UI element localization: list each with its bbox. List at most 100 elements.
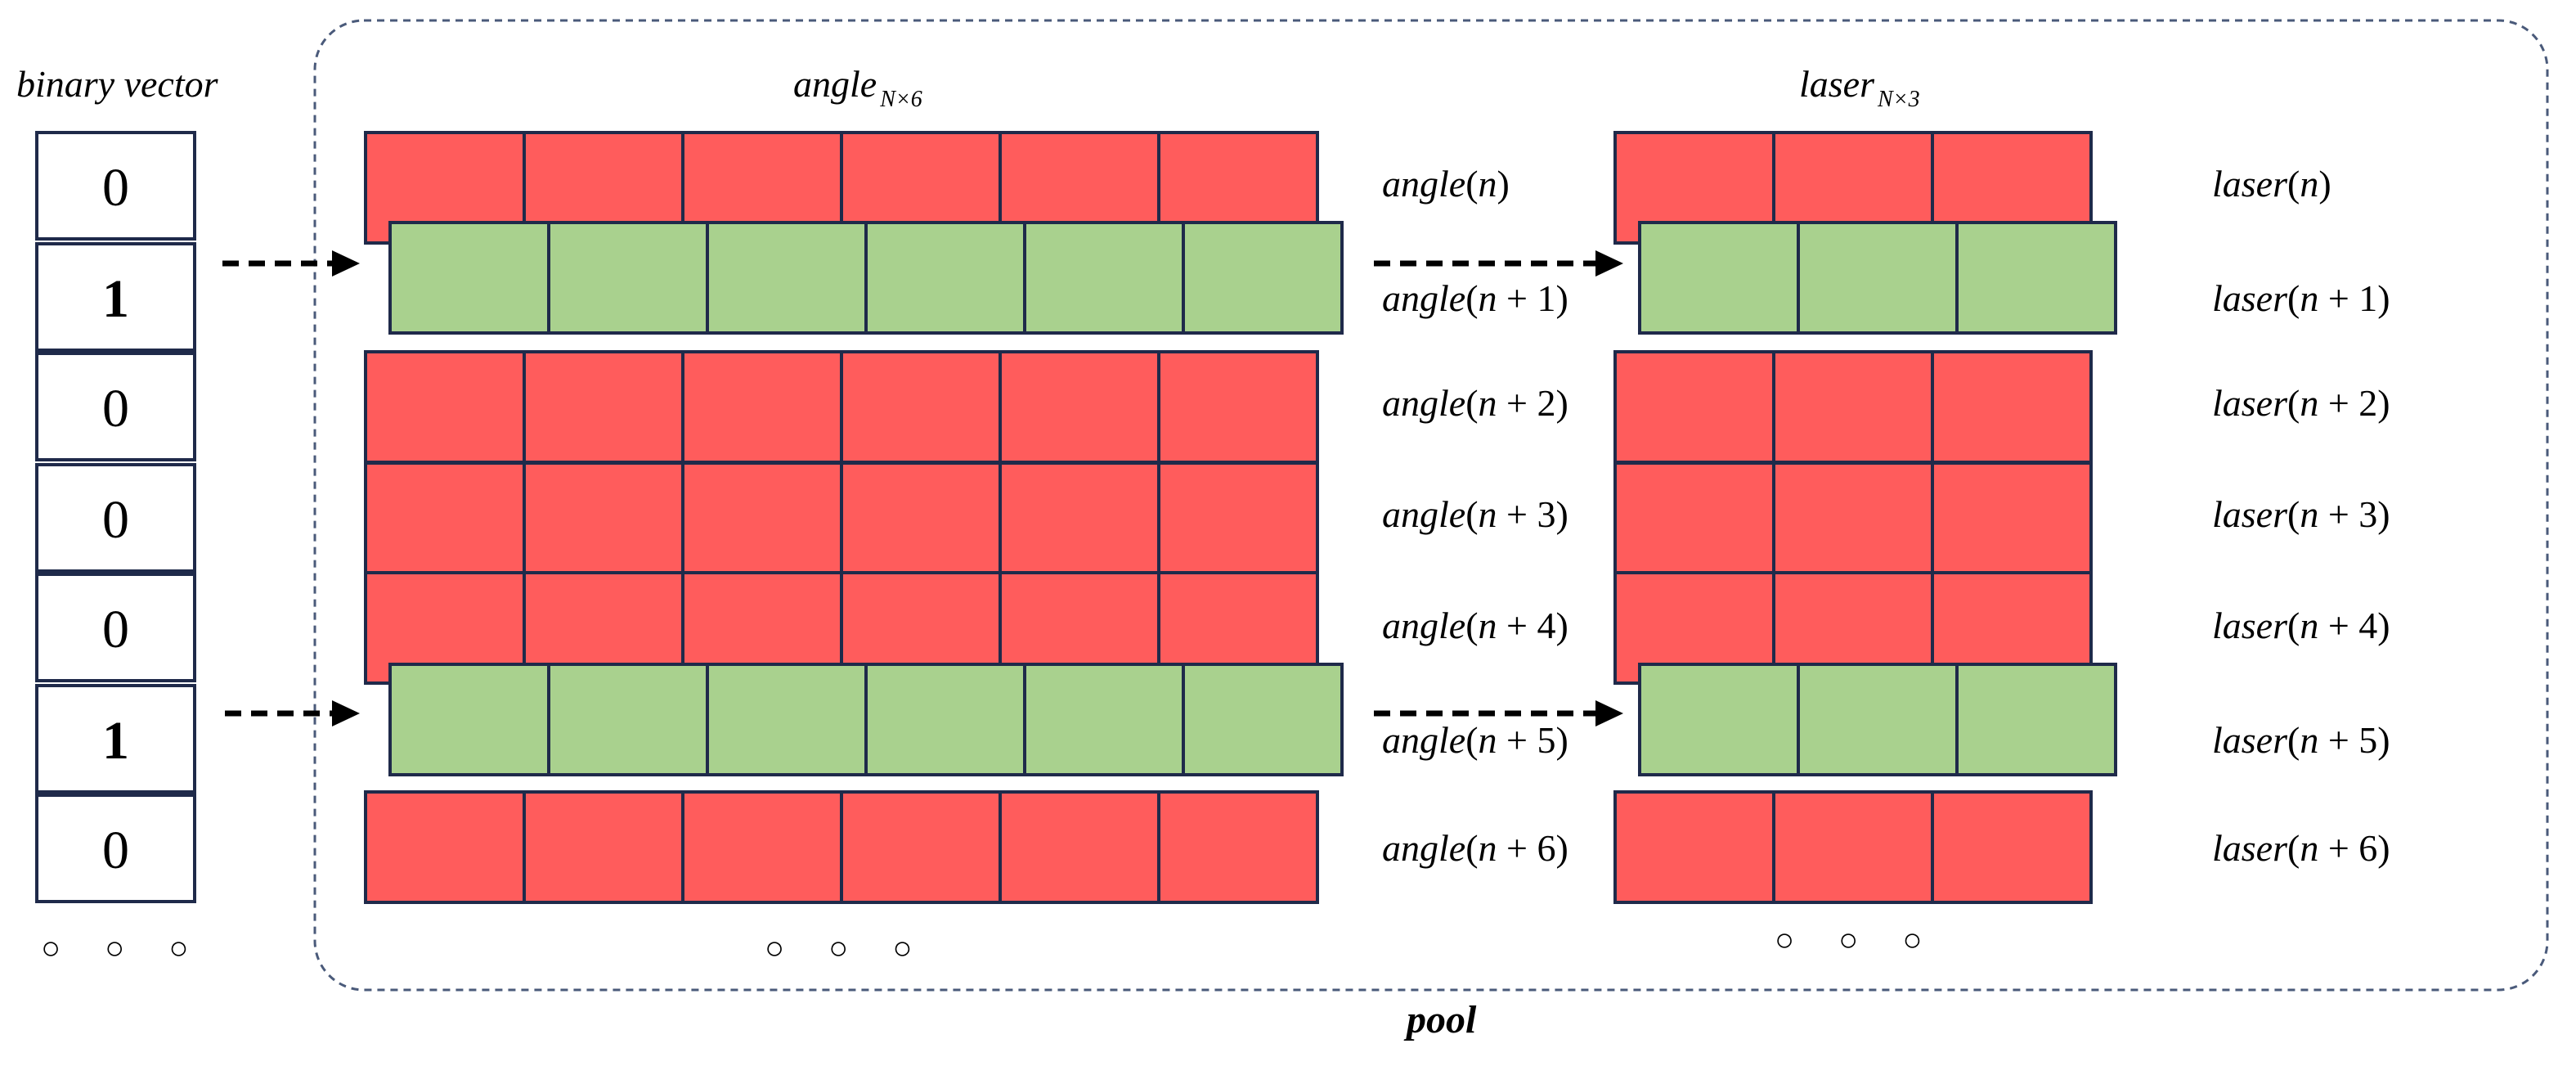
laser-matrix-cell: [1955, 663, 2117, 776]
binary-vector-title: binary vector: [16, 63, 219, 105]
laser-matrix-cell: [1797, 221, 1959, 335]
angle-row-label: angle(n): [1382, 163, 1510, 205]
binary-vector-cell-box: [35, 352, 196, 461]
angle-label-name: angle: [1382, 827, 1465, 869]
binary-vector-bit: 0: [102, 821, 129, 880]
angle-label-name: angle: [1382, 277, 1465, 319]
angle-matrix-cell: [681, 350, 843, 464]
angle-matrix-cell: [1157, 461, 1319, 575]
angle-matrix-cell: [999, 350, 1160, 464]
laser-label-paren: (: [2287, 605, 2300, 646]
laser-label-paren: (: [2287, 719, 2300, 761]
angle-matrix-title: angle N×6: [793, 63, 922, 112]
angle-matrix-cell: [1157, 350, 1319, 464]
laser-label-paren: (: [2287, 493, 2300, 535]
binary-vector-bit: 1: [102, 269, 129, 329]
angle-matrix-cell: [523, 790, 684, 904]
selection-arrows: [222, 250, 1623, 726]
laser-row-label: laser(n + 1): [2212, 277, 2390, 319]
laser-title-base: laser: [1799, 63, 1875, 105]
laser-label-offset: + 6: [2318, 827, 2377, 869]
arrow-head: [1595, 250, 1623, 277]
angle-title-base: angle: [793, 63, 877, 105]
angle-row-label: angle(n + 6): [1382, 827, 1568, 869]
angle-matrix-cell: [523, 350, 684, 464]
angle-matrix-row-selected: [388, 663, 1344, 776]
angle-matrix-cell: [840, 461, 1002, 575]
angle-matrix-cell: [1023, 663, 1185, 776]
binary-vector-bit: 0: [102, 600, 129, 659]
laser-matrix-cell: [1772, 461, 1934, 575]
angle-row-label: angle(n + 5): [1382, 719, 1568, 761]
binary-vector-bit: 1: [102, 711, 129, 771]
laser-label-paren: (: [2287, 163, 2300, 205]
binary-vector-ellipsis: ○ ○ ○: [41, 929, 206, 966]
angle-matrix-cell: [681, 790, 843, 904]
laser-matrix-ellipsis: ○ ○ ○: [1775, 921, 1940, 958]
laser-label-paren: ): [2377, 382, 2390, 424]
laser-label-paren: ): [2318, 163, 2331, 205]
angle-label-index: n: [1479, 163, 1497, 205]
angle-label-name: angle: [1382, 605, 1465, 646]
selection-arrow: [225, 700, 360, 726]
angle-label-index: n: [1479, 827, 1497, 869]
angle-matrix-cell: [1182, 663, 1344, 776]
laser-label-paren: ): [2377, 493, 2390, 535]
angle-matrix-cell: [999, 461, 1160, 575]
laser-label-name: laser: [2212, 277, 2288, 319]
laser-matrix-cell: [1931, 350, 2093, 464]
binary-vector-cell-box: [35, 463, 196, 573]
laser-row-label: laser(n + 6): [2212, 827, 2390, 869]
angle-label-paren: ): [1497, 163, 1510, 205]
laser-label-name: laser: [2212, 719, 2288, 761]
binary-vector-cell: 0: [35, 794, 196, 903]
laser-label-offset: + 2: [2318, 382, 2377, 424]
laser-matrix-cell: [1772, 350, 1934, 464]
laser-row-label: laser(n + 5): [2212, 719, 2390, 761]
laser-matrix-cell: [1931, 461, 2093, 575]
laser-label-index: n: [2300, 605, 2318, 646]
laser-matrix-row: [1613, 790, 2093, 904]
angle-matrix-cell: [706, 221, 868, 335]
angle-matrix-row: [364, 790, 1319, 904]
angle-row-label: angle(n + 1): [1382, 277, 1568, 319]
laser-matrix-cell: [1613, 790, 1775, 904]
binary-vector-cell-box: [35, 573, 196, 682]
pool-label: pool: [1403, 998, 1477, 1041]
laser-matrix-cell: [1797, 663, 1959, 776]
selection-arrow: [1374, 250, 1623, 277]
angle-matrix-cell: [1023, 221, 1185, 335]
laser-matrix-cell: [1955, 221, 2117, 335]
laser-matrix-row-selected: [1638, 663, 2117, 776]
angle-title-subscript: N×6: [879, 87, 922, 112]
binary-vector-bit: 0: [102, 490, 129, 550]
laser-matrix-cell: [1772, 790, 1934, 904]
binary-vector-bit: 0: [102, 158, 129, 218]
laser-row-labels: laser(n)laser(n + 1)laser(n + 2)laser(n …: [2212, 163, 2390, 869]
laser-matrix-row: [1613, 350, 2093, 464]
angle-label-offset: + 3: [1497, 493, 1556, 535]
laser-label-index: n: [2300, 493, 2318, 535]
laser-label-paren: ): [2377, 277, 2390, 319]
angle-label-paren: (: [1465, 605, 1478, 646]
binary-vector-cell-box: [35, 684, 196, 794]
angle-row-label: angle(n + 2): [1382, 382, 1568, 424]
laser-label-name: laser: [2212, 827, 2288, 869]
laser-label-paren: (: [2287, 382, 2300, 424]
angle-matrix-cell: [840, 790, 1002, 904]
selection-arrow: [222, 250, 360, 277]
laser-label-index: n: [2300, 277, 2318, 319]
laser-matrix-cell: [1931, 790, 2093, 904]
laser-label-offset: + 3: [2318, 493, 2377, 535]
laser-label-index: n: [2300, 163, 2318, 205]
angle-label-paren: (: [1465, 719, 1478, 761]
angle-label-name: angle: [1382, 493, 1465, 535]
arrow-head: [332, 700, 360, 726]
laser-label-index: n: [2300, 382, 2318, 424]
laser-matrix-cell: [1613, 461, 1775, 575]
binary-vector-cell: 0: [35, 131, 196, 241]
angle-matrix: [364, 131, 1344, 904]
laser-label-offset: + 5: [2318, 719, 2377, 761]
angle-matrix-cell: [706, 663, 868, 776]
